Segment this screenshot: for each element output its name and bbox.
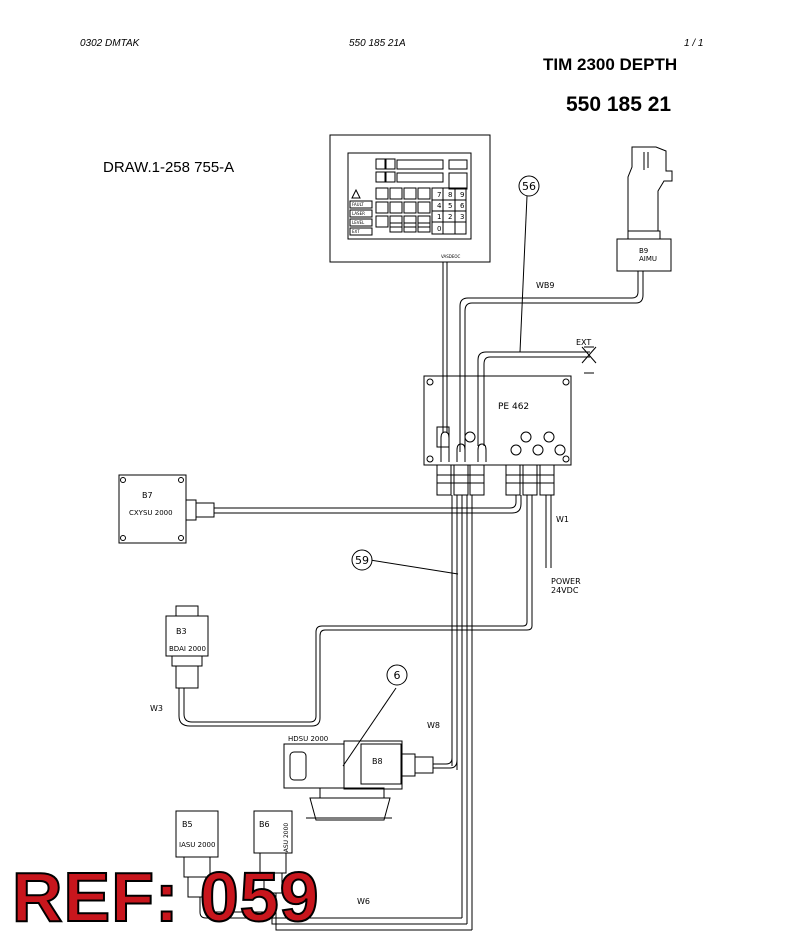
w1-label: W1: [556, 515, 569, 524]
pe462-box: [423, 375, 572, 466]
b5-name: IASU 2000: [179, 841, 215, 849]
b3-id: B3: [176, 627, 187, 636]
w3-label: W3: [150, 704, 163, 713]
key-6: 6: [460, 202, 465, 210]
b8-name: HDSU 2000: [288, 735, 328, 743]
pe462-label: PE 462: [498, 402, 529, 412]
sensor-b8: [283, 740, 434, 821]
header-center: 550 185 21A: [349, 38, 406, 49]
sensor-b7: [118, 474, 215, 544]
callout-6: [386, 664, 408, 686]
b6-name: IASU 2000: [283, 823, 290, 854]
joystick-b9: [616, 146, 673, 272]
w8-label: W8: [427, 721, 440, 730]
sensor-b5: [175, 810, 219, 898]
b7-id: B7: [142, 491, 153, 500]
header-left: 0302 DMTAK: [80, 38, 140, 49]
key-9: 9: [460, 191, 464, 199]
key-1: 1: [437, 213, 441, 221]
key-fault: FAULT: [352, 202, 364, 207]
power-label: POWER: [551, 577, 581, 586]
ref-badge: REF: 059: [11, 858, 320, 936]
callout-6-label: 6: [394, 669, 401, 682]
sensor-b3: [165, 605, 209, 689]
b9-name: AIMU: [639, 255, 657, 263]
voltage-label: 24VDC: [551, 586, 579, 595]
b3-name: BDAI 2000: [169, 645, 206, 653]
drawing-reference: DRAW.1-258 755-A: [103, 159, 235, 176]
wb9-label: WB9: [536, 281, 555, 290]
b6-id: B6: [259, 820, 270, 829]
pe462-connectors: [436, 464, 555, 496]
callout-56-label: 56: [522, 180, 536, 193]
key-laser: LASER: [352, 211, 365, 216]
b9-id: B9: [639, 247, 648, 255]
w6-label: W6: [357, 897, 370, 906]
key-4: 4: [437, 202, 442, 210]
callout-59-label: 59: [355, 554, 369, 567]
b8-id: B8: [372, 757, 383, 766]
key-7: 7: [437, 191, 441, 199]
display-brand: VASDEOC: [441, 254, 461, 259]
b7-name: CXYSU 2000: [129, 509, 173, 517]
b5-id: B5: [182, 820, 193, 829]
callout-56: [518, 175, 540, 197]
key-5: 5: [448, 202, 452, 210]
key-3: 3: [460, 213, 464, 221]
callout-59: [351, 549, 373, 571]
display-unit: [329, 134, 491, 263]
page-title: TIM 2300 DEPTH: [543, 55, 678, 74]
key-8: 8: [448, 191, 452, 199]
part-number: 550 185 21: [566, 93, 672, 116]
key-level: LEVEL: [352, 220, 365, 225]
sensor-b6: [253, 810, 293, 894]
key-2: 2: [448, 213, 452, 221]
ext-label: EXT: [576, 338, 591, 347]
key-0: 0: [437, 225, 441, 233]
key-ext: EXT: [352, 229, 360, 234]
header-right: 1 / 1: [684, 38, 704, 49]
